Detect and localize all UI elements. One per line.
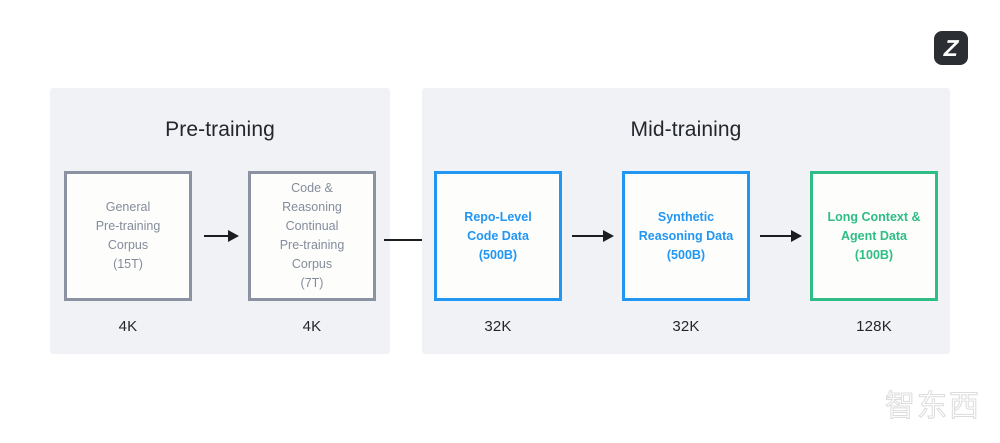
- data-box-label: Code & Reasoning Continual Pre-training …: [279, 181, 345, 290]
- data-box-repo-level-code-data[interactable]: Repo-Level Code Data (500B): [434, 171, 562, 301]
- stage-item-synthetic-reasoning-data[interactable]: Synthetic Reasoning Data (500B) 32K: [622, 171, 750, 335]
- context-length-label: 4K: [302, 318, 322, 335]
- arrow-icon-pretraining-to-midtraining: [384, 233, 440, 247]
- stage-box-row-pre-training: General Pre-training Corpus (15T) 4K Cod…: [50, 171, 390, 343]
- stage-panel-pre-training: Pre-training General Pre-training Corpus…: [50, 88, 390, 354]
- data-box-label: General Pre-training Corpus (15T): [95, 200, 161, 271]
- stage-item-code-reasoning-continual-pre-training-corpus[interactable]: Code & Reasoning Continual Pre-training …: [248, 171, 376, 335]
- data-box-label: Synthetic Reasoning Data (500B): [638, 209, 734, 262]
- data-box-long-context-agent-data[interactable]: Long Context & Agent Data (100B): [810, 171, 938, 301]
- z-logo: Z: [934, 31, 968, 65]
- stage-panel-mid-training: Mid-training Repo-Level Code Data (500B)…: [422, 88, 950, 354]
- stage-item-repo-level-code-data[interactable]: Repo-Level Code Data (500B) 32K: [434, 171, 562, 335]
- stage-item-long-context-agent-data[interactable]: Long Context & Agent Data (100B) 128K: [810, 171, 938, 335]
- watermark-text: 智东西: [885, 389, 981, 424]
- context-length-label: 32K: [672, 318, 700, 335]
- context-length-label: 4K: [118, 318, 138, 335]
- stage-title-pre-training: Pre-training: [165, 118, 275, 141]
- data-box-general-pre-training-corpus[interactable]: General Pre-training Corpus (15T): [64, 171, 192, 301]
- arrow-icon-pretrain-1-to-2: [192, 171, 248, 301]
- arrow-icon-midtrain-1-to-2: [562, 171, 622, 301]
- z-logo-glyph: Z: [943, 34, 959, 61]
- data-box-code-reasoning-continual-pre-training-corpus[interactable]: Code & Reasoning Continual Pre-training …: [248, 171, 376, 301]
- data-box-label: Long Context & Agent Data (100B): [827, 209, 921, 262]
- data-box-synthetic-reasoning-data[interactable]: Synthetic Reasoning Data (500B): [622, 171, 750, 301]
- stage-box-row-mid-training: Repo-Level Code Data (500B) 32K Syntheti…: [422, 171, 950, 343]
- context-length-label: 32K: [484, 318, 512, 335]
- arrow-icon-midtrain-2-to-3: [750, 171, 810, 301]
- stage-title-mid-training: Mid-training: [630, 118, 742, 141]
- data-box-label: Repo-Level Code Data (500B): [464, 209, 532, 262]
- stage-item-general-pre-training-corpus[interactable]: General Pre-training Corpus (15T) 4K: [64, 171, 192, 335]
- context-length-label: 128K: [856, 318, 892, 335]
